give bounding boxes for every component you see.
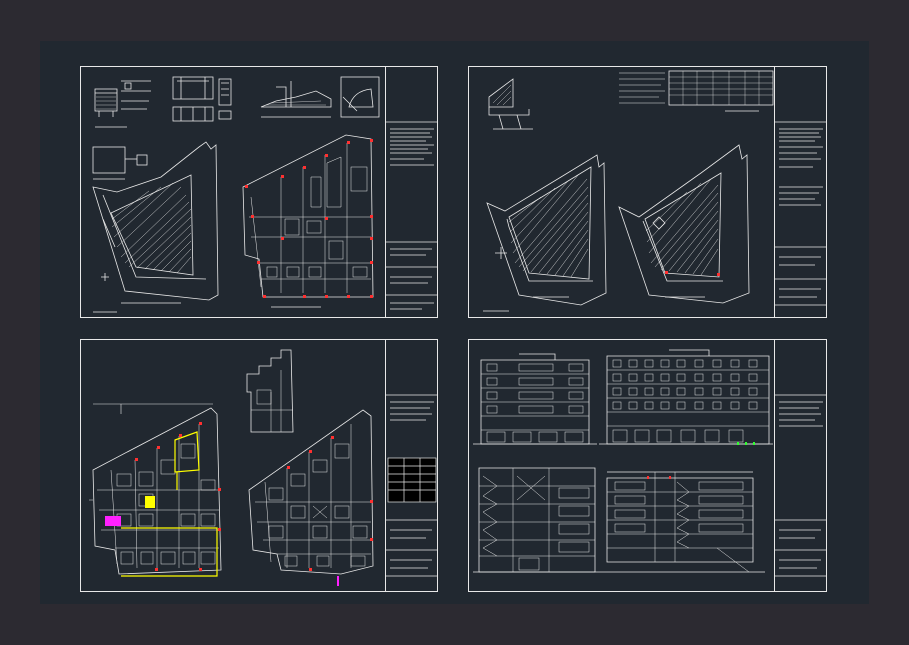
title-block (774, 67, 827, 317)
section-a (473, 467, 601, 573)
title-block-lines (386, 121, 438, 310)
sheet1-drawing (92, 76, 380, 313)
drawing-canvas[interactable] (40, 41, 869, 604)
key-plan-box (340, 76, 380, 118)
stair-layout-detail (246, 349, 294, 433)
sheet2-drawing (483, 70, 774, 312)
title-block (774, 340, 827, 591)
foundation-detail (172, 76, 232, 122)
sheet-site-plans[interactable] (468, 66, 827, 318)
pump-detail (92, 146, 148, 180)
column-markers (245, 139, 373, 298)
north-arrow (101, 273, 109, 281)
typical-floor-plan-2 (248, 409, 374, 575)
sheet3-drawing (89, 349, 374, 586)
sheet-elevations-and-sections[interactable] (468, 339, 827, 592)
title-block (385, 340, 438, 591)
section-b (601, 471, 765, 573)
title-block-lines (386, 394, 438, 577)
sheet-typical-floor-plans[interactable] (80, 339, 438, 592)
site-plan-b (618, 144, 750, 304)
front-elevation (473, 353, 597, 445)
legend-table (619, 70, 774, 112)
title-block-lines (775, 394, 827, 577)
side-elevation (599, 349, 773, 445)
site-plan-a (486, 154, 607, 306)
site-hatch (111, 182, 192, 274)
typical-floor-plan-1 (89, 403, 222, 575)
stair-detail (260, 81, 332, 118)
entrance-detail (488, 78, 533, 130)
site-plan (92, 141, 219, 301)
magenta-marker (105, 516, 121, 526)
septic-tank-detail (94, 80, 151, 128)
ground-floor-plan (242, 134, 374, 298)
corridor-highlight (121, 431, 218, 577)
sheet-site-plan-and-ground-floor[interactable] (80, 66, 438, 318)
sheet4-drawing (473, 349, 773, 573)
title-block-lines (775, 121, 827, 306)
title-block (385, 67, 438, 317)
